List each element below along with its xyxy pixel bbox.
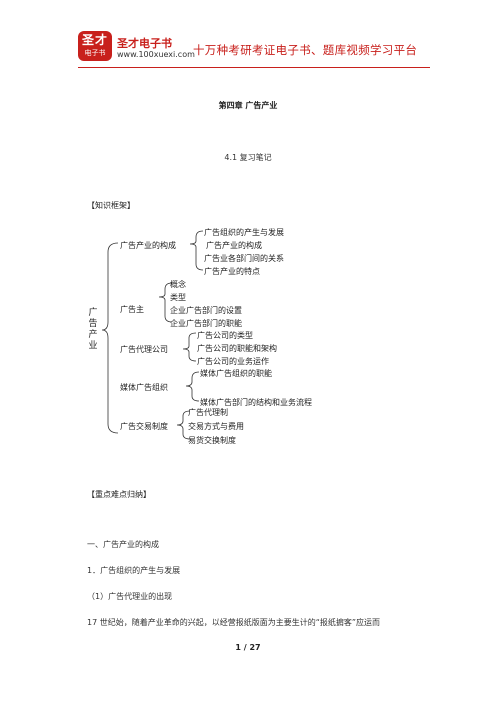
mindmap-leaf: 类型 bbox=[170, 293, 186, 302]
brace-branch-2 bbox=[158, 282, 173, 323]
mindmap-leaf: 广告公司的业务运作 bbox=[197, 357, 269, 366]
brace-branch-3 bbox=[182, 332, 197, 362]
mindmap-root: 广告产业 bbox=[88, 308, 98, 351]
logo-bottom-text: 电子书 bbox=[84, 49, 106, 57]
brace-branch-4 bbox=[185, 371, 200, 402]
heading-level-3: （1）广告代理业的出现 bbox=[87, 592, 173, 601]
heading-level-2: 1．广告组织的产生与发展 bbox=[87, 566, 181, 575]
mindmap-branch-label: 广告交易制度 bbox=[120, 422, 168, 431]
mindmap-leaf: 广告公司的职能和架构 bbox=[197, 344, 277, 353]
page-number: 1 / 27 bbox=[235, 643, 261, 652]
brace-branch-5 bbox=[176, 410, 191, 440]
section-title: 4.1 复习笔记 bbox=[224, 153, 272, 162]
brace-branch-1 bbox=[189, 230, 204, 271]
logo-top-text: 圣才 bbox=[81, 33, 108, 47]
brand-name: 圣才电子书 bbox=[117, 37, 172, 50]
brand-url: www.100xuexi.com bbox=[117, 50, 195, 59]
mindmap-leaf: 广告公司的类型 bbox=[197, 331, 253, 340]
mindmap-leaf: 广告业各部门间的关系 bbox=[204, 254, 284, 263]
key-points-label: 【重点难点归纳】 bbox=[87, 490, 151, 499]
mindmap-leaf: 广告组织的产生与发展 bbox=[204, 228, 284, 237]
mindmap-branch-label: 媒体广告组织 bbox=[120, 383, 168, 392]
framework-label: 【知识框架】 bbox=[87, 201, 135, 210]
heading-level-1: 一、广告产业的构成 bbox=[87, 540, 159, 549]
mindmap-leaf: 企业广告部门的职能 bbox=[170, 319, 242, 328]
mindmap-leaf: 易货交换制度 bbox=[188, 436, 236, 445]
mindmap-leaf: 媒体广告部门的结构和业务流程 bbox=[200, 398, 312, 407]
mindmap-branch-label: 广告主 bbox=[120, 305, 144, 314]
mindmap-branch-label: 广告代理公司 bbox=[120, 345, 168, 354]
mindmap-leaf: 广告产业的特点 bbox=[204, 267, 260, 276]
root-brace bbox=[101, 242, 119, 434]
mindmap-leaf: 概念 bbox=[170, 280, 186, 289]
body-paragraph: 17 世纪始，随着产业革命的兴起，以经营报纸版面为主要生计的“报纸掮客”应运而 bbox=[87, 618, 381, 627]
mindmap-leaf: 广告产业的构成 bbox=[206, 241, 262, 250]
mindmap-leaf: 企业广告部门的设置 bbox=[170, 306, 242, 315]
header-divider bbox=[78, 67, 430, 68]
brand-logo: 圣才 电子书 bbox=[78, 31, 112, 61]
mindmap-leaf: 交易方式与费用 bbox=[188, 422, 244, 431]
chapter-title: 第四章 广告产业 bbox=[218, 101, 278, 110]
mindmap-leaf: 广告代理制 bbox=[188, 408, 228, 417]
mindmap-branch-label: 广告产业的构成 bbox=[120, 241, 176, 250]
header-slogan: 十万种考研考证电子书、题库视频学习平台 bbox=[193, 43, 418, 57]
mindmap-leaf: 媒体广告组织的职能 bbox=[200, 369, 272, 378]
